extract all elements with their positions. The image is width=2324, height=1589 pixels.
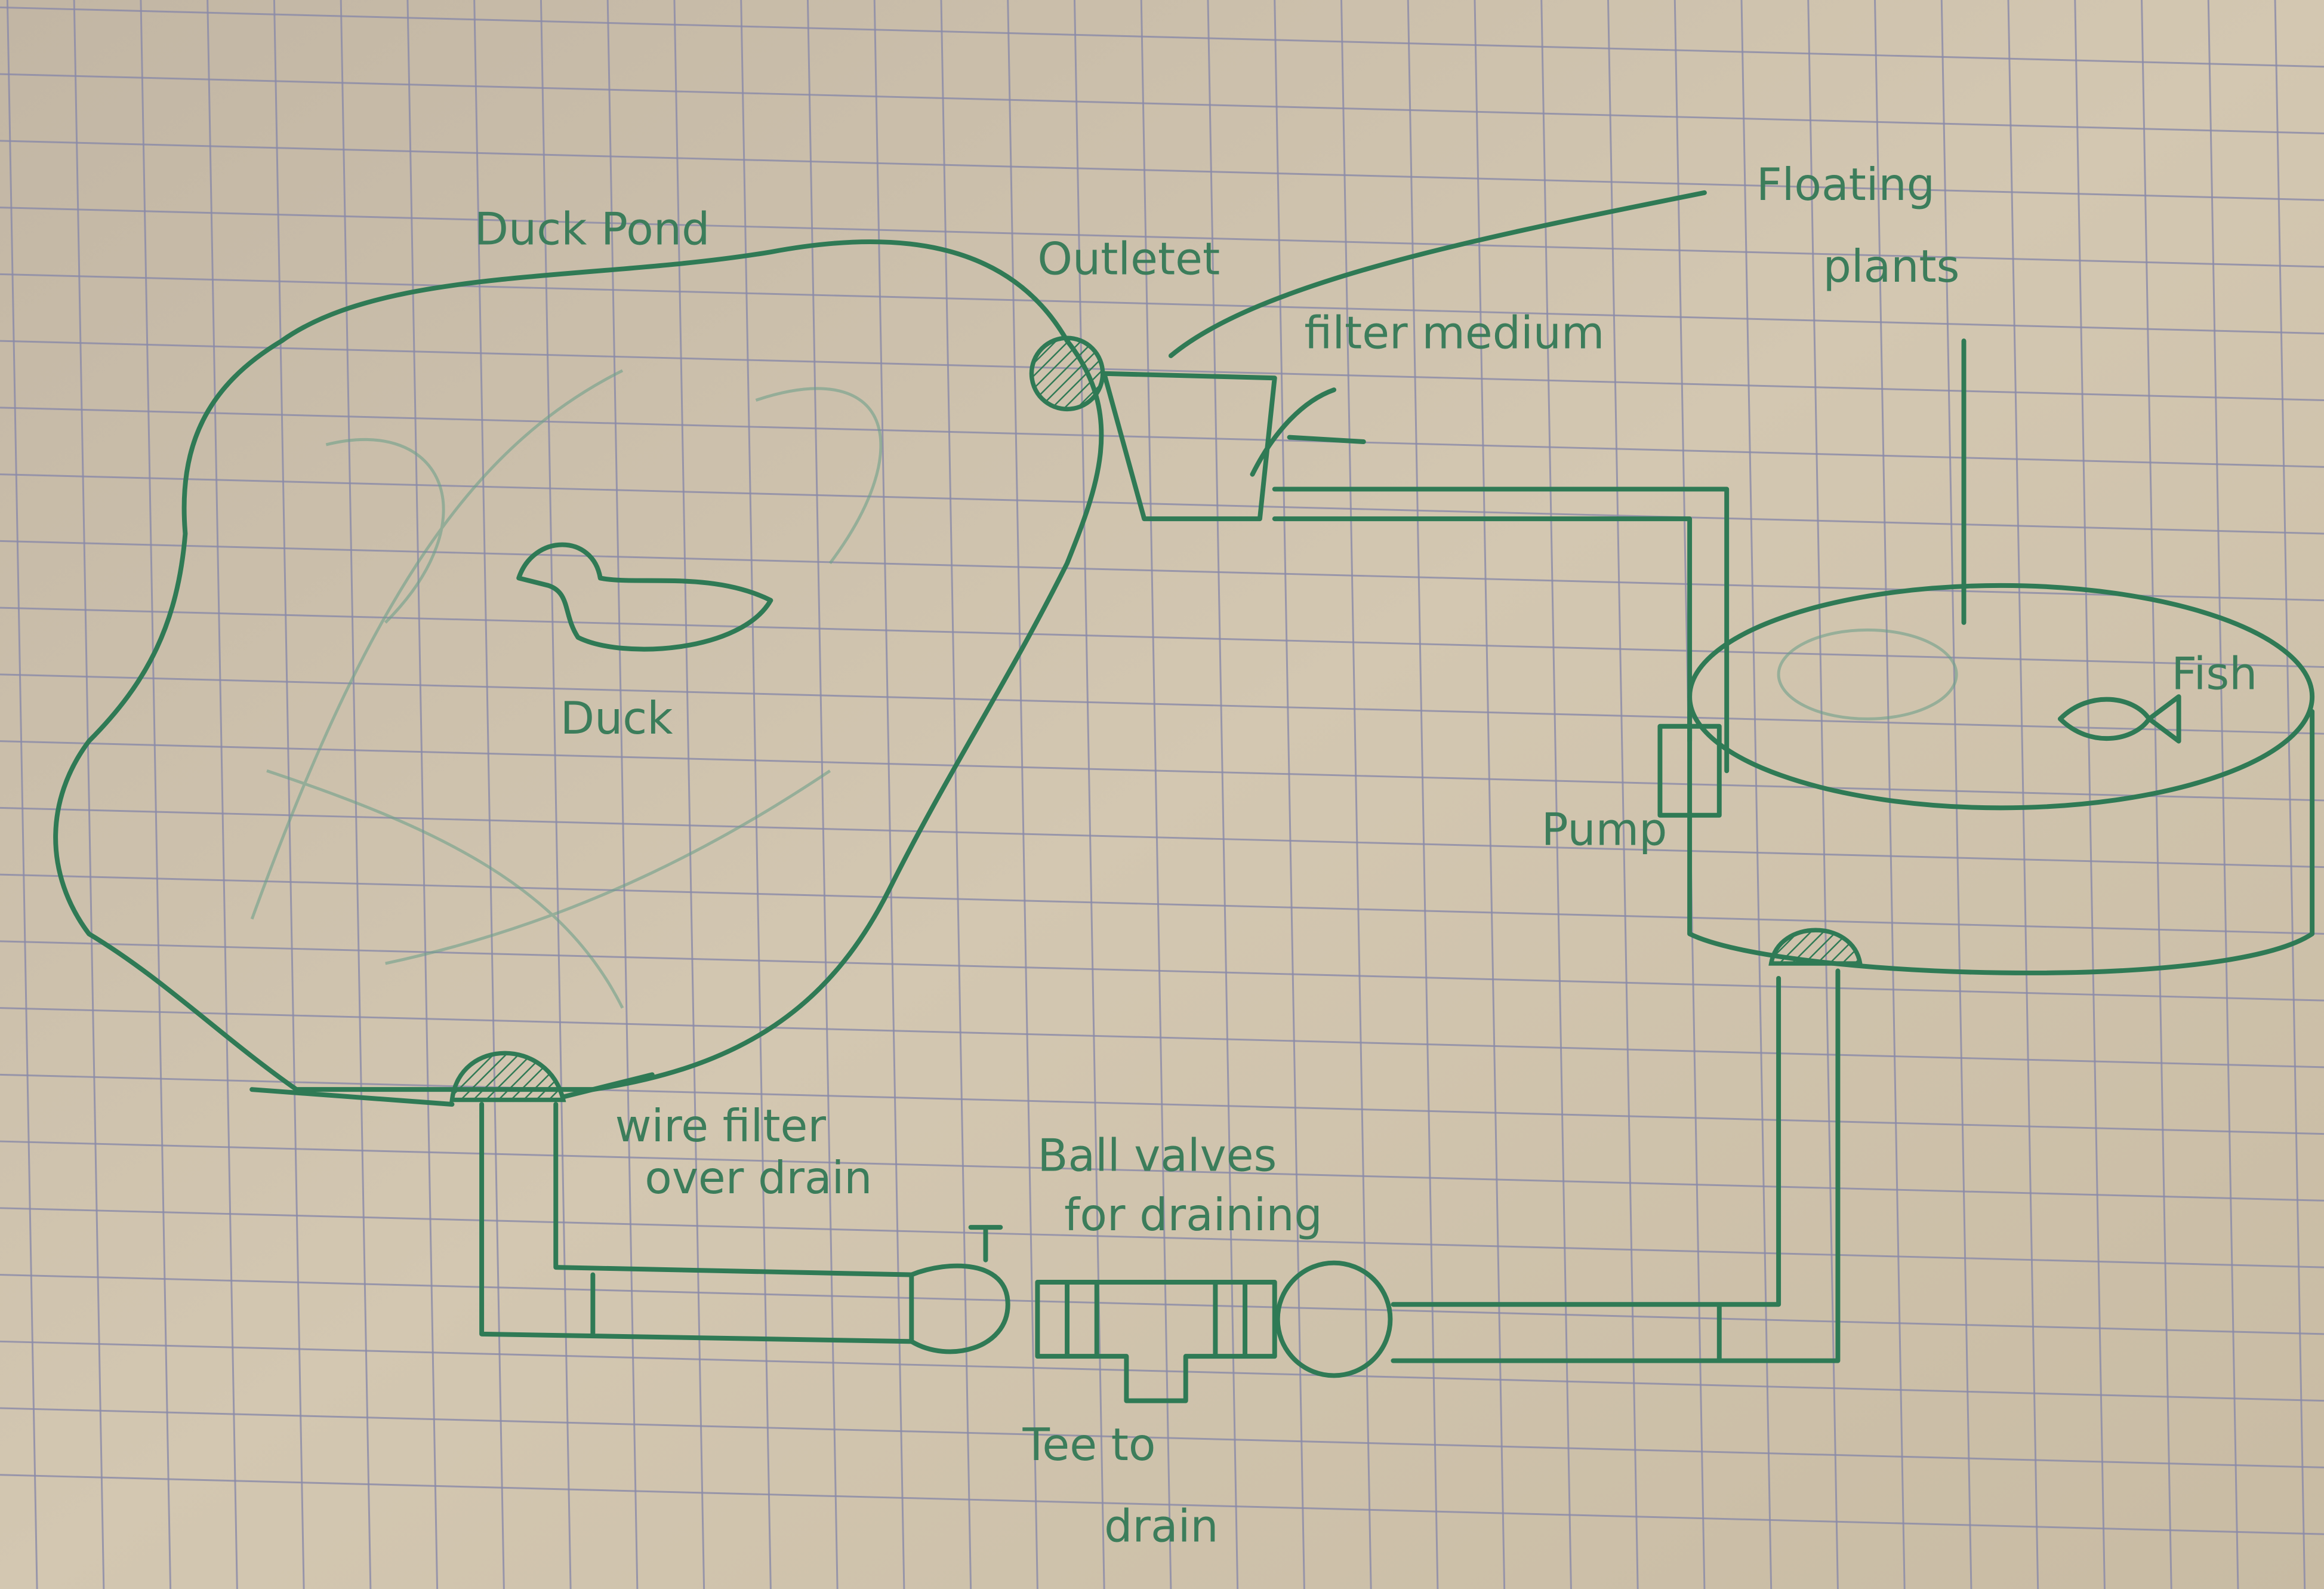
fish-tank bbox=[1687, 583, 2315, 811]
grid-line bbox=[0, 1407, 2324, 1468]
grid-line bbox=[1474, 0, 1506, 1589]
filter-medium-pointer bbox=[1250, 387, 1366, 477]
grid-line bbox=[0, 340, 2324, 401]
label-drain: drain bbox=[1104, 1501, 1218, 1553]
grid-line bbox=[73, 0, 105, 1589]
wire-filter-left bbox=[449, 1051, 566, 1103]
fish-icon bbox=[2057, 694, 2181, 744]
grid-line bbox=[1207, 0, 1239, 1589]
grid-line bbox=[473, 0, 505, 1589]
grid-line bbox=[0, 1340, 2324, 1402]
grid-line bbox=[340, 0, 372, 1589]
outlet-icon bbox=[1029, 335, 1105, 412]
filter-box bbox=[1102, 371, 1277, 522]
grid-line bbox=[0, 407, 2324, 468]
grid-line bbox=[0, 873, 2324, 935]
grid-line bbox=[0, 540, 2324, 602]
label-for-draining: for draining bbox=[1064, 1189, 1323, 1241]
pond-shading bbox=[250, 369, 883, 1009]
grid-line bbox=[0, 806, 2324, 869]
grid-line bbox=[1007, 0, 1038, 1589]
label-fish: Fish bbox=[2171, 648, 2257, 700]
grid-line bbox=[0, 1207, 2324, 1268]
grid-line bbox=[1540, 0, 1572, 1589]
grid-line bbox=[0, 473, 2324, 535]
grid-line bbox=[0, 1140, 2324, 1202]
grid-line bbox=[1274, 0, 1305, 1589]
grid-line bbox=[0, 606, 2324, 668]
grid-line bbox=[6, 0, 38, 1589]
grid-line bbox=[140, 0, 172, 1589]
grid-line bbox=[1340, 0, 1372, 1589]
grid-line bbox=[1407, 0, 1439, 1589]
grid-line bbox=[740, 0, 772, 1589]
grid-line bbox=[1607, 0, 1639, 1589]
grid-line bbox=[873, 0, 905, 1589]
label-tee-to: Tee to bbox=[1022, 1419, 1156, 1471]
label-outlet: Outletet bbox=[1037, 233, 1220, 285]
label-duck: Duck bbox=[560, 692, 673, 744]
pump-icon bbox=[1657, 723, 1722, 818]
grid-line bbox=[806, 0, 839, 1589]
grid-line bbox=[0, 1073, 2324, 1135]
grid-line bbox=[273, 0, 305, 1589]
label-filter-medium: filter medium bbox=[1304, 307, 1604, 359]
label-floating: Floating bbox=[1756, 159, 1935, 211]
grid-line bbox=[0, 207, 2324, 268]
floating-plants-pointer bbox=[1168, 190, 1707, 358]
grid-line bbox=[1874, 0, 1906, 1589]
grid-line bbox=[0, 673, 2324, 735]
ball-valve-left bbox=[909, 1225, 1010, 1354]
grid-line bbox=[406, 0, 439, 1589]
fish-tank-side bbox=[1687, 709, 2315, 975]
label-pump: Pump bbox=[1542, 803, 1668, 855]
drain-pipe bbox=[479, 968, 1841, 1363]
grid-line bbox=[0, 1474, 2324, 1535]
grid-line bbox=[1073, 0, 1105, 1589]
grid-line bbox=[2007, 0, 2039, 1589]
grid-line bbox=[0, 73, 2324, 134]
wire-filter-right bbox=[1768, 928, 1863, 966]
grid-line bbox=[540, 0, 572, 1589]
grid-line bbox=[0, 1274, 2324, 1335]
grid-line bbox=[940, 0, 972, 1589]
grid-line bbox=[0, 140, 2324, 201]
grid-line bbox=[0, 273, 2324, 335]
grid-line bbox=[606, 0, 639, 1589]
grid-line bbox=[0, 940, 2324, 1002]
return-pipe bbox=[1272, 486, 1730, 774]
grid-line bbox=[0, 1007, 2324, 1068]
grid-line bbox=[1807, 0, 1839, 1589]
duck-pond-outline bbox=[53, 239, 1104, 1092]
label-over-drain: over drain bbox=[645, 1152, 872, 1204]
grid-line bbox=[0, 740, 2324, 802]
ball-valve-right bbox=[1275, 1260, 1393, 1378]
label-duck-pond: Duck Pond bbox=[474, 204, 710, 255]
label-ball-valves: Ball valves bbox=[1037, 1130, 1277, 1182]
grid-line bbox=[0, 6, 2324, 68]
label-wire-filter: wire filter bbox=[615, 1100, 827, 1152]
grid-line bbox=[1140, 0, 1172, 1589]
grid-line bbox=[1740, 0, 1773, 1589]
pond-bottom bbox=[249, 1072, 655, 1107]
floating-plants bbox=[1777, 628, 1958, 720]
grid-line bbox=[206, 0, 238, 1589]
duck-icon bbox=[516, 542, 773, 652]
tee-fitting bbox=[1035, 1280, 1277, 1403]
label-plants: plants bbox=[1823, 241, 1960, 292]
